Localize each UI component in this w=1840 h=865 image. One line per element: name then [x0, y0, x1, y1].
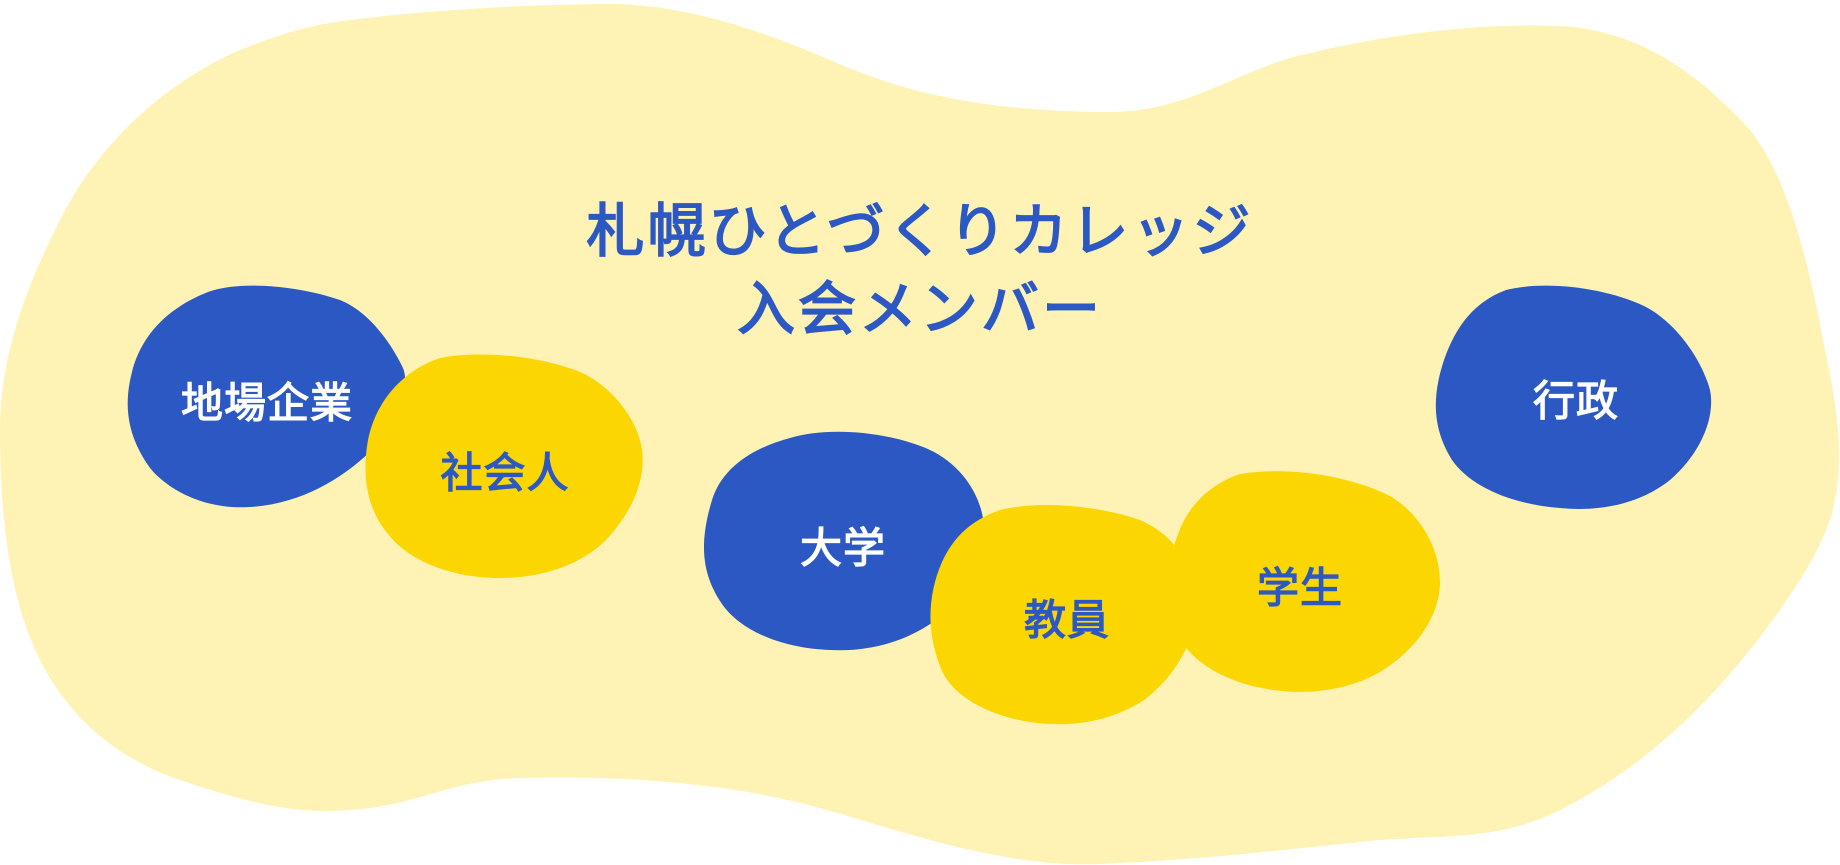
blob-local-companies — [127, 285, 406, 508]
blob-government — [1435, 285, 1712, 509]
diagram-title: 札幌ひとづくりカレッジ 入会メンバー — [520, 192, 1320, 348]
label-working-adults: 社会人 — [440, 448, 570, 498]
blob-university — [703, 431, 984, 651]
label-students: 学生 — [1256, 563, 1344, 613]
label-faculty: 教員 — [1023, 595, 1111, 645]
blob-students — [1168, 471, 1440, 692]
blob-faculty — [930, 505, 1196, 725]
blob-working-adults — [365, 354, 643, 578]
title-line-1: 札幌ひとづくりカレッジ — [586, 197, 1254, 265]
label-local-companies: 地場企業 — [180, 378, 354, 428]
label-government: 行政 — [1532, 376, 1620, 426]
label-university: 大学 — [799, 523, 887, 573]
title-line-2: 入会メンバー — [736, 275, 1103, 343]
